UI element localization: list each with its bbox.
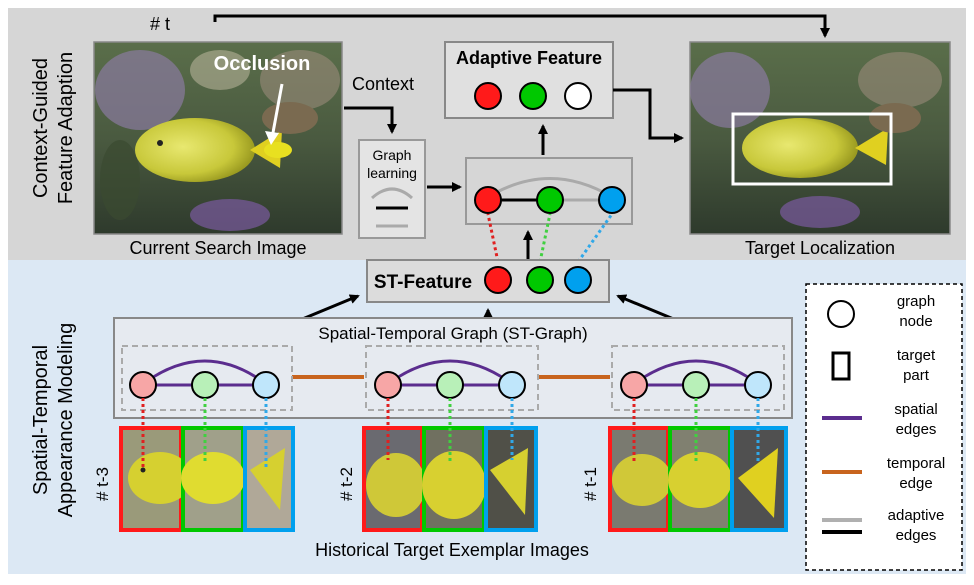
svg-text:Spatial-Temporal: Spatial-Temporal	[30, 345, 52, 495]
st-feature-node-green	[526, 266, 554, 294]
target-bounding-box	[731, 112, 893, 186]
adaptive-feature-node-red	[474, 82, 502, 110]
legend-graph-node: graph node	[827, 293, 935, 330]
dotted-link-green-up	[538, 213, 552, 263]
st-graph-frame-t-3	[121, 345, 293, 411]
search-image-caption: Current Search Image	[129, 238, 306, 258]
svg-text:part: part	[903, 367, 930, 384]
target-caption: Target Localization	[745, 238, 895, 258]
adaptive-node-blue	[598, 186, 626, 214]
st-graph-frame-t-1	[611, 345, 785, 411]
occlusion-arrowhead	[265, 131, 279, 145]
adaptive-feature-box: Adaptive Feature	[444, 41, 614, 119]
svg-text:Appearance Modeling: Appearance Modeling	[55, 323, 77, 518]
exemplar-images-t-2: # t-2	[337, 398, 538, 532]
frame-t-label: # t	[150, 14, 170, 34]
svg-text:ST-Feature: ST-Feature	[374, 272, 472, 293]
adaptive-node-red	[474, 186, 502, 214]
svg-text:adaptive: adaptive	[888, 507, 945, 524]
top-vertical-label: Context-Guided Feature Adaption	[30, 52, 77, 204]
context-arrow	[344, 106, 397, 134]
st-graph-box	[113, 317, 793, 419]
svg-text:learning: learning	[367, 165, 417, 181]
target-localization-image	[689, 41, 951, 235]
occlusion-arrow	[270, 83, 284, 139]
context-label: Context	[352, 74, 414, 94]
st-graph-frame-t-2	[365, 345, 539, 411]
svg-text:Feature Adaption: Feature Adaption	[55, 52, 77, 204]
dotted-link-red-up	[486, 213, 500, 263]
svg-text:node: node	[899, 313, 932, 330]
adaptive-feature-node-green	[519, 82, 547, 110]
exemplar-caption: Historical Target Exemplar Images	[315, 540, 589, 560]
svg-text:Graph: Graph	[373, 147, 412, 163]
exemplar-images-t-3: # t-3	[93, 398, 295, 532]
search-fish-body	[135, 118, 255, 182]
top-arrow-to-target	[213, 14, 830, 38]
graph-learning-box: Graph learning	[358, 139, 426, 239]
dotted-link-blue-up	[576, 213, 614, 263]
svg-text:temporal: temporal	[887, 455, 945, 472]
current-search-image	[93, 41, 343, 235]
svg-text:edges: edges	[896, 527, 937, 544]
svg-text:target: target	[897, 347, 936, 364]
svg-text:# t-3: # t-3	[93, 467, 112, 501]
bottom-vertical-label: Spatial-Temporal Appearance Modeling	[30, 323, 77, 518]
st-feature-node-blue	[564, 266, 592, 294]
legend-target-part: target part	[831, 347, 936, 384]
svg-text:Context-Guided: Context-Guided	[30, 58, 52, 198]
svg-text:Adaptive Feature: Adaptive Feature	[456, 48, 602, 68]
st-feature-node-red	[484, 266, 512, 294]
adaptive-node-green	[536, 186, 564, 214]
legend-adaptive-edges: adaptive edges	[822, 507, 944, 544]
adaptive-feature-node-empty	[564, 82, 592, 110]
svg-text:spatial: spatial	[894, 401, 937, 418]
adaptive-graph-box	[465, 157, 633, 225]
svg-text:# t-2: # t-2	[337, 467, 356, 501]
occlusion-label: Occlusion	[214, 53, 311, 75]
svg-text:# t-1: # t-1	[581, 467, 600, 501]
st-graph-title: Spatial-Temporal Graph (ST-Graph)	[318, 324, 587, 343]
svg-text:edges: edges	[896, 421, 937, 438]
svg-text:graph: graph	[897, 293, 935, 310]
exemplar-images-t-1: # t-1	[581, 398, 788, 532]
st-feature-box: ST-Feature	[366, 259, 610, 303]
legend-spatial-edges: spatial edges	[822, 401, 938, 438]
svg-text:edge: edge	[899, 475, 932, 492]
legend: graph node target part spatial edges tem…	[805, 283, 963, 571]
legend-temporal-edge: temporal edge	[822, 455, 945, 492]
arrow-adaptive-to-target	[613, 88, 684, 143]
